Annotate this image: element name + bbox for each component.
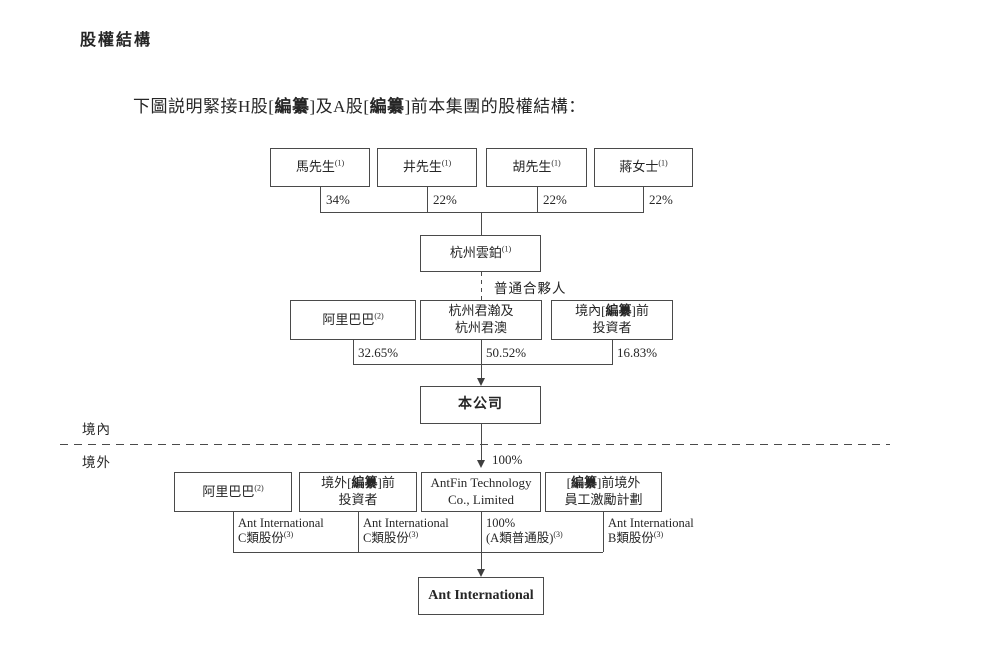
connector-tier2-bus <box>353 364 613 365</box>
pct-junhan-junao: 50.52% <box>486 345 527 360</box>
box-company: 本公司 <box>420 386 541 424</box>
box-hu-xiansheng: 胡先生(1) <box>486 148 587 187</box>
footnote-ref: (1) <box>551 158 561 168</box>
company-name: 本公司 <box>458 396 503 412</box>
shareholder-name: 馬先生 <box>295 159 335 175</box>
box-alibaba-offshore: 阿里巴巴(2) <box>174 472 292 512</box>
connector-tier3-bus <box>233 552 603 553</box>
footnote-ref: (1) <box>658 158 668 168</box>
pct-jing: 22% <box>433 192 457 207</box>
connector-hu-drop <box>537 187 538 212</box>
box-jiang-nvshi: 蔣女士(1) <box>594 148 693 187</box>
page-title: 股權結構 <box>80 32 153 49</box>
pct-ma: 34% <box>326 192 350 207</box>
footnote-ref: (1) <box>441 158 452 168</box>
subsidiary-name: Ant International <box>428 587 534 603</box>
box-offshore-investors: 境外[編纂]前投資者 <box>299 472 417 512</box>
pct-onshore-investors: 16.83% <box>617 345 658 360</box>
connector-alibaba-onshore-drop <box>353 340 354 364</box>
box-ant-international: Ant International <box>418 577 544 615</box>
connector-bus-to-company <box>481 364 482 379</box>
label-onshore: 境內 <box>82 422 111 437</box>
label-share-class-a: 100%(A類普通股)(3) <box>486 516 563 545</box>
box-alibaba-onshore: 阿里巴巴(2) <box>290 300 416 340</box>
arrowhead-into-antfin <box>477 460 485 468</box>
connector-gp-dashed <box>481 272 482 300</box>
arrowhead-into-ant-international <box>477 569 485 577</box>
shareholder-name: 蔣女士 <box>619 159 659 175</box>
intro-text: 下圖説明緊接H股[編纂]及A股[編纂]前本集團的股權結構： <box>133 97 586 116</box>
box-ma-xiansheng: 馬先生(1) <box>270 148 370 187</box>
box-onshore-investors: 境內[編纂]前投資者 <box>551 300 673 340</box>
connector-offshore-investors-drop <box>358 512 359 552</box>
connector-bus-to-yunbo <box>481 212 482 235</box>
pct-alibaba-onshore: 32.65% <box>358 345 399 360</box>
connector-alibaba-offshore-drop <box>233 512 234 552</box>
pct-jiang: 22% <box>649 192 673 207</box>
connector-junhan-drop <box>481 340 482 364</box>
connector-antfin-drop <box>481 512 482 569</box>
connector-jing-drop <box>427 187 428 212</box>
connector-company-to-antfin <box>481 424 482 460</box>
arrowhead-into-company <box>477 378 485 386</box>
box-junhan-junao: 杭州君瀚及杭州君澳 <box>420 300 542 340</box>
label-offshore: 境外 <box>82 455 111 470</box>
shareholder-name: 胡先生 <box>512 159 552 175</box>
connector-tier1-bus <box>320 212 644 213</box>
box-offshore-esop: [編纂]前境外員工激勵計劃 <box>545 472 662 512</box>
label-general-partner: 普通合夥人 <box>494 281 567 296</box>
footnote-ref: (1) <box>334 158 345 168</box>
connector-esop-drop <box>603 512 604 552</box>
shareholder-name: 井先生 <box>402 159 442 175</box>
connector-jiang-drop <box>643 187 644 212</box>
divider-onshore-offshore <box>60 444 890 445</box>
connector-ma-drop <box>320 187 321 212</box>
pct-company-antfin: 100% <box>492 452 523 467</box>
pct-hu: 22% <box>543 192 567 207</box>
box-jing-xiansheng: 井先生(1) <box>377 148 477 187</box>
connector-onshore-investors-drop <box>612 340 613 364</box>
box-hangzhou-yunbo: 杭州雲鉑(1) <box>420 235 541 272</box>
